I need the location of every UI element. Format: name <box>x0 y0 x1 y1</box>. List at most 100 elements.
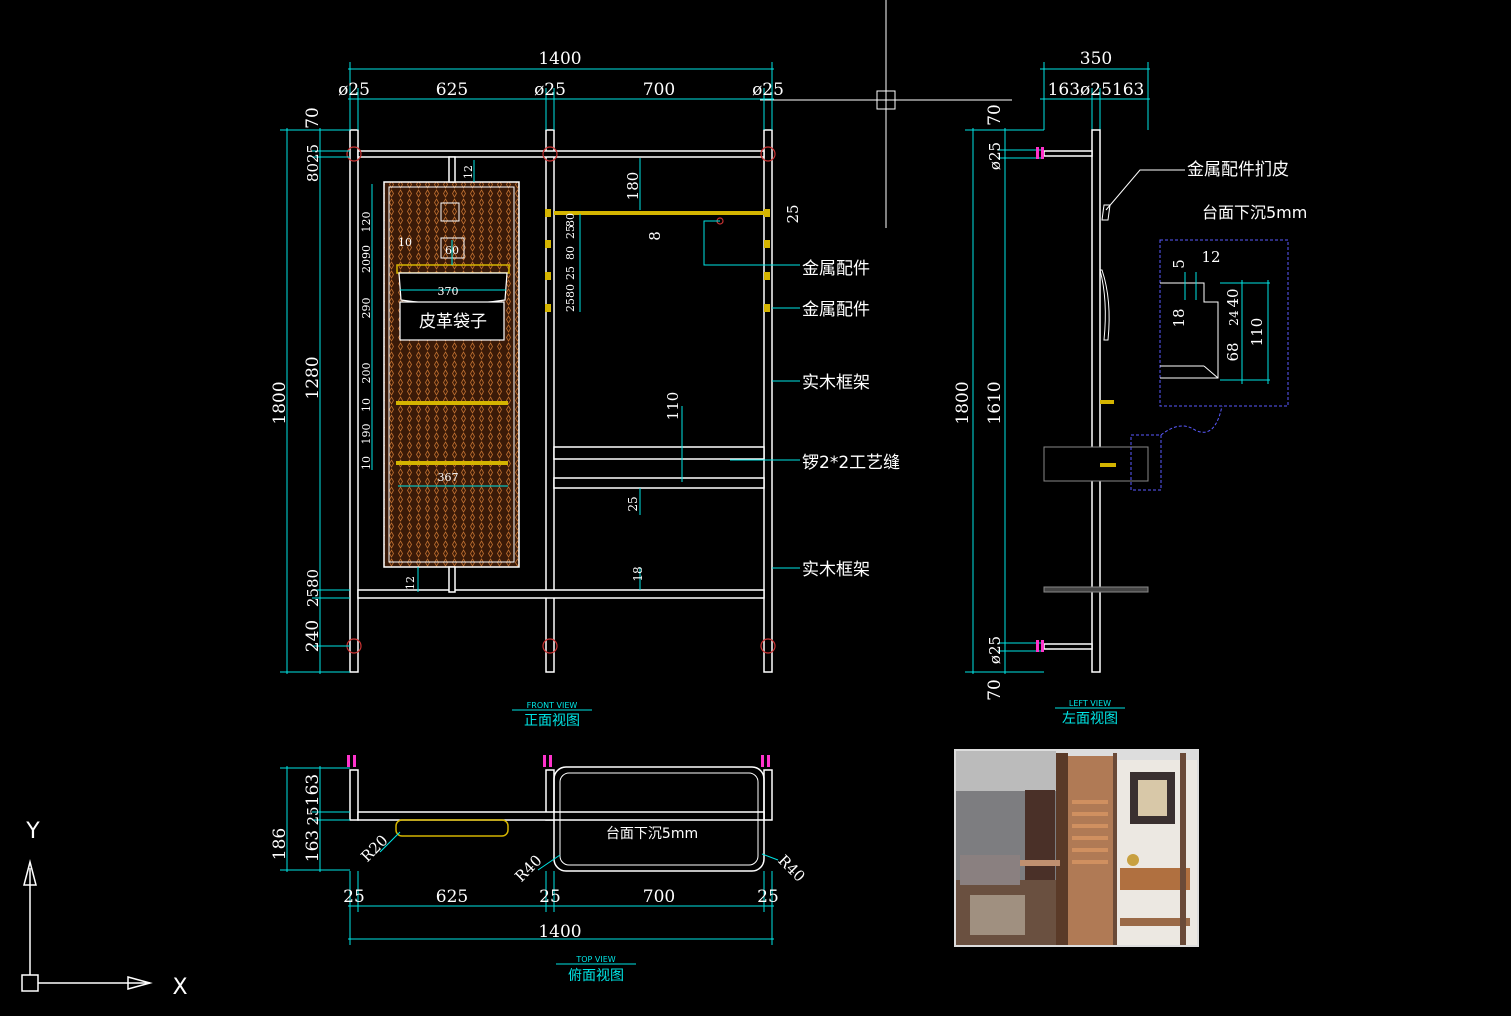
top-dim-163b: 163 <box>303 830 323 862</box>
panel-dim: 10 <box>360 456 373 470</box>
top-dim-25-left: 25 <box>304 806 322 825</box>
left-view-shelf <box>1043 446 1149 482</box>
dim-pipe-3: ø25 <box>752 80 784 100</box>
panel-dim: 12 <box>404 576 417 590</box>
stack-dim: 25 <box>564 266 577 280</box>
counter-top <box>553 766 765 872</box>
dim-180: 180 <box>624 172 642 201</box>
stack-dim: 80 <box>564 284 577 298</box>
reference-photo <box>954 749 1199 947</box>
caption-front-en: FRONT VIEW <box>527 701 578 710</box>
detail-box <box>1159 239 1289 407</box>
dim-pipe-1: ø25 <box>338 80 370 100</box>
counter-label: 台面下沉5mm <box>606 826 698 842</box>
detail-dim-68: 68 <box>1224 342 1242 361</box>
panel-dim: 370 <box>438 285 459 298</box>
top-dim-163: 163 <box>303 774 323 806</box>
dim-110: 110 <box>664 392 682 421</box>
leather-bag-label: 皮革袋子 <box>419 312 487 332</box>
panel-dim: 10 <box>398 236 412 249</box>
caption-left-en: LEFT VIEW <box>1069 699 1111 708</box>
detail-dim-40: 40 <box>1224 288 1242 307</box>
stack-dim: 80 <box>564 213 577 227</box>
panel-dim: 200 <box>360 363 373 384</box>
panel-dim: 20 <box>360 259 373 273</box>
post-right <box>763 129 773 673</box>
caption-top: 俯面视图 <box>568 968 624 984</box>
dim-top-70: 70 <box>303 107 323 129</box>
detail-dim-110: 110 <box>1248 318 1266 347</box>
ucs-y-label: Y <box>25 819 40 844</box>
dim-total-width: 1400 <box>538 49 581 69</box>
left-view: 金属配件扪皮 350 163ø25163 1800 1610 70 70 ø25… <box>953 49 1307 727</box>
dim-8: 8 <box>646 231 664 241</box>
dim-8025: 8025 <box>304 144 322 182</box>
top-dim-25: 25 <box>343 887 365 907</box>
dim-depth-350: 350 <box>1080 49 1112 69</box>
callout-groove: 锣2*2工艺缝 <box>802 453 900 473</box>
top-view-tray <box>395 819 509 837</box>
dim-25b: 25 <box>626 496 640 511</box>
middle-shelf <box>553 446 765 460</box>
callout-metal-fitting: 金属配件 <box>802 259 870 279</box>
dim-bay-1: 625 <box>436 80 468 100</box>
panel-dim: 12 <box>462 165 475 179</box>
top-rail <box>357 150 765 158</box>
caption-front: 正面视图 <box>524 713 580 729</box>
dim-18: 18 <box>631 566 645 581</box>
detail-dim-5: 5 <box>1170 259 1188 269</box>
callout-metal-fitting-2: 金属配件 <box>802 300 870 320</box>
panel-dim: 367 <box>438 471 459 484</box>
stack-dim: 25 <box>564 225 577 239</box>
panel-dim: 90 <box>360 245 373 259</box>
leather-bag <box>399 301 505 341</box>
caption-left: 左面视图 <box>1062 711 1118 727</box>
dim-2580: 2580 <box>304 569 322 607</box>
ucs-icon <box>21 859 153 992</box>
detail-dim-4: 4 <box>1227 310 1241 318</box>
post-middle <box>545 129 555 673</box>
stack-dim: 25 <box>564 298 577 312</box>
top-dim-25c: 25 <box>757 887 779 907</box>
top-dim-625: 625 <box>436 887 468 907</box>
detail-dim-2: 2 <box>1227 318 1241 326</box>
dim-left-top: 70 <box>985 104 1005 126</box>
panel-dim: 190 <box>360 424 373 445</box>
panel-dim: 10 <box>360 398 373 412</box>
dim-bottom-240: 240 <box>303 620 323 652</box>
dim-left-bottom: 70 <box>985 679 1005 701</box>
dim-25: 25 <box>784 204 802 223</box>
ucs-x-label: X <box>172 975 187 1000</box>
dim-bay-2: 700 <box>643 80 675 100</box>
detail-title: 台面下沉5mm <box>1202 203 1307 222</box>
dim-pipe-top: ø25 <box>986 142 1004 170</box>
bottom-rail <box>357 589 765 599</box>
crosshair-cursor <box>760 0 1012 228</box>
dim-depth-parts: 163ø25163 <box>1048 80 1145 100</box>
callout-solid-wood-frame-2: 实木框架 <box>802 560 870 580</box>
top-dim-700: 700 <box>643 887 675 907</box>
callout-metal-leather: 金属配件扪皮 <box>1187 160 1289 180</box>
hanging-rail <box>554 211 764 215</box>
detail-dim-12: 12 <box>1201 248 1220 266</box>
dim-left-height: 1800 <box>953 381 973 424</box>
detail-dim-18: 18 <box>1170 308 1188 327</box>
post-left <box>349 129 359 673</box>
caption-top-en: TOP VIEW <box>575 955 615 964</box>
dim-pipe-2: ø25 <box>534 80 566 100</box>
dim-total-height: 1800 <box>270 381 290 424</box>
callout-solid-wood-frame: 实木框架 <box>802 373 870 393</box>
dim-left-1610: 1610 <box>985 381 1005 424</box>
panel-dim: 120 <box>360 212 373 233</box>
panel-dim: 290 <box>360 298 373 319</box>
stack-dim: 80 <box>564 246 577 260</box>
top-dim-186: 186 <box>270 828 290 860</box>
top-dim-total: 1400 <box>538 922 581 942</box>
dim-pipe-bottom: ø25 <box>986 636 1004 664</box>
front-view: 皮革袋子 140 <box>270 49 900 729</box>
dim-1280: 1280 <box>303 356 323 399</box>
panel-dim: 60 <box>445 244 459 257</box>
top-dim-25b: 25 <box>539 887 561 907</box>
